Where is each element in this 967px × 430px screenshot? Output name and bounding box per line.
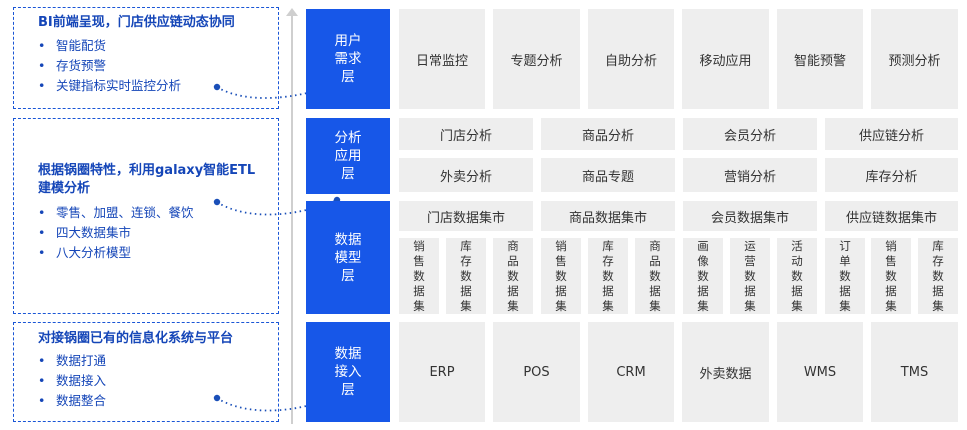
dataset-label: 销售数据集 xyxy=(413,238,425,313)
list-item: 关键指标实时监控分析 xyxy=(38,76,181,96)
layer-user-demand: 用户需求层 xyxy=(306,9,390,109)
dataset-label: 活动数据集 xyxy=(791,238,803,313)
dataset-cell: 商品数据集 xyxy=(635,238,675,314)
dataset-label: 订单数据集 xyxy=(839,238,851,313)
dataset-cell: 订单数据集 xyxy=(825,238,865,314)
connector-line xyxy=(216,199,338,216)
user-item: 专题分析 xyxy=(493,9,580,109)
data-mart: 会员数据集市 xyxy=(683,201,817,231)
user-item: 日常监控 xyxy=(399,9,485,109)
access-item: 外卖数据 xyxy=(682,322,769,422)
layer-label: 分析应用层 xyxy=(334,130,362,182)
analysis-item: 外卖分析 xyxy=(399,158,533,192)
dataset-cell: 库存数据集 xyxy=(446,238,486,314)
analysis-item: 会员分析 xyxy=(683,118,817,150)
access-item: POS xyxy=(493,322,580,422)
dataset-label: 销售数据集 xyxy=(885,238,897,313)
layer-label: 数据模型层 xyxy=(334,231,362,284)
analysis-item: 库存分析 xyxy=(825,158,958,192)
dataset-cell: 活动数据集 xyxy=(777,238,817,314)
dataset-cell: 库存数据集 xyxy=(918,238,958,314)
dataset-label: 销售数据集 xyxy=(555,238,567,313)
note-integration: 对接锅圈已有的信息化系统与平台 数据打通 数据接入 数据整合 xyxy=(13,322,279,422)
analysis-item: 商品专题 xyxy=(541,158,675,192)
dataset-label: 库存数据集 xyxy=(602,238,614,313)
data-mart: 供应链数据集市 xyxy=(825,201,958,231)
dataset-cell: 库存数据集 xyxy=(588,238,628,314)
list-item: 四大数据集市 xyxy=(38,223,194,243)
dataset-cell: 运营数据集 xyxy=(730,238,770,314)
dataset-cell: 商品数据集 xyxy=(493,238,533,314)
dataset-cell: 销售数据集 xyxy=(399,238,439,314)
connector-line xyxy=(216,395,338,412)
dataset-label: 商品数据集 xyxy=(649,238,661,313)
dataset-label: 库存数据集 xyxy=(932,238,944,313)
note-etl: 根据锅圈特性，利用galaxy智能ETL建模分析 零售、加盟、连锁、餐饮 四大数… xyxy=(13,118,279,314)
list-item: 八大分析模型 xyxy=(38,243,194,263)
dataset-label: 商品数据集 xyxy=(507,238,519,313)
note-etl-list: 零售、加盟、连锁、餐饮 四大数据集市 八大分析模型 xyxy=(38,203,194,263)
note-etl-title: 根据锅圈特性，利用galaxy智能ETL建模分析 xyxy=(38,163,256,196)
dataset-cell: 销售数据集 xyxy=(541,238,581,314)
user-item: 预测分析 xyxy=(871,9,958,109)
layer-label: 用户需求层 xyxy=(334,33,362,85)
analysis-item: 商品分析 xyxy=(541,118,675,150)
connector-line xyxy=(216,83,338,99)
access-item: CRM xyxy=(588,322,674,422)
layer-label: 数据接入层 xyxy=(334,346,362,398)
list-item: 零售、加盟、连锁、餐饮 xyxy=(38,203,194,223)
user-item: 自助分析 xyxy=(588,9,674,109)
data-mart: 商品数据集市 xyxy=(541,201,675,231)
dataset-cell: 画像数据集 xyxy=(683,238,723,314)
dataset-cell: 销售数据集 xyxy=(871,238,911,314)
user-item: 智能预警 xyxy=(777,9,863,109)
layer-analysis-app: 分析应用层 xyxy=(306,118,390,194)
layer-data-model: 数据模型层 xyxy=(306,201,390,314)
layer-data-access: 数据接入层 xyxy=(306,322,390,422)
dataset-label: 库存数据集 xyxy=(460,238,472,313)
user-item: 移动应用 xyxy=(682,9,769,109)
list-item: 存货预警 xyxy=(38,56,181,76)
access-item: ERP xyxy=(399,322,485,422)
note-frontend: BI前端呈现，门店供应链动态协同 智能配货 存货预警 关键指标实时监控分析 xyxy=(13,7,279,109)
note-integration-title: 对接锅圈已有的信息化系统与平台 xyxy=(38,331,234,346)
list-item: 数据打通 xyxy=(38,351,106,371)
axis-arrow-icon xyxy=(286,8,298,16)
analysis-item: 门店分析 xyxy=(399,118,533,150)
analysis-item: 供应链分析 xyxy=(825,118,958,150)
data-mart: 门店数据集市 xyxy=(399,201,533,231)
note-frontend-title: BI前端呈现，门店供应链动态协同 xyxy=(38,15,235,30)
access-item: WMS xyxy=(777,322,863,422)
dataset-label: 画像数据集 xyxy=(697,238,709,313)
analysis-item: 营销分析 xyxy=(683,158,817,192)
list-item: 数据整合 xyxy=(38,391,106,411)
dataset-label: 运营数据集 xyxy=(744,238,756,313)
list-item: 数据接入 xyxy=(38,371,106,391)
note-frontend-list: 智能配货 存货预警 关键指标实时监控分析 xyxy=(38,36,181,96)
note-integration-list: 数据打通 数据接入 数据整合 xyxy=(38,351,106,411)
access-item: TMS xyxy=(871,322,958,422)
list-item: 智能配货 xyxy=(38,36,181,56)
